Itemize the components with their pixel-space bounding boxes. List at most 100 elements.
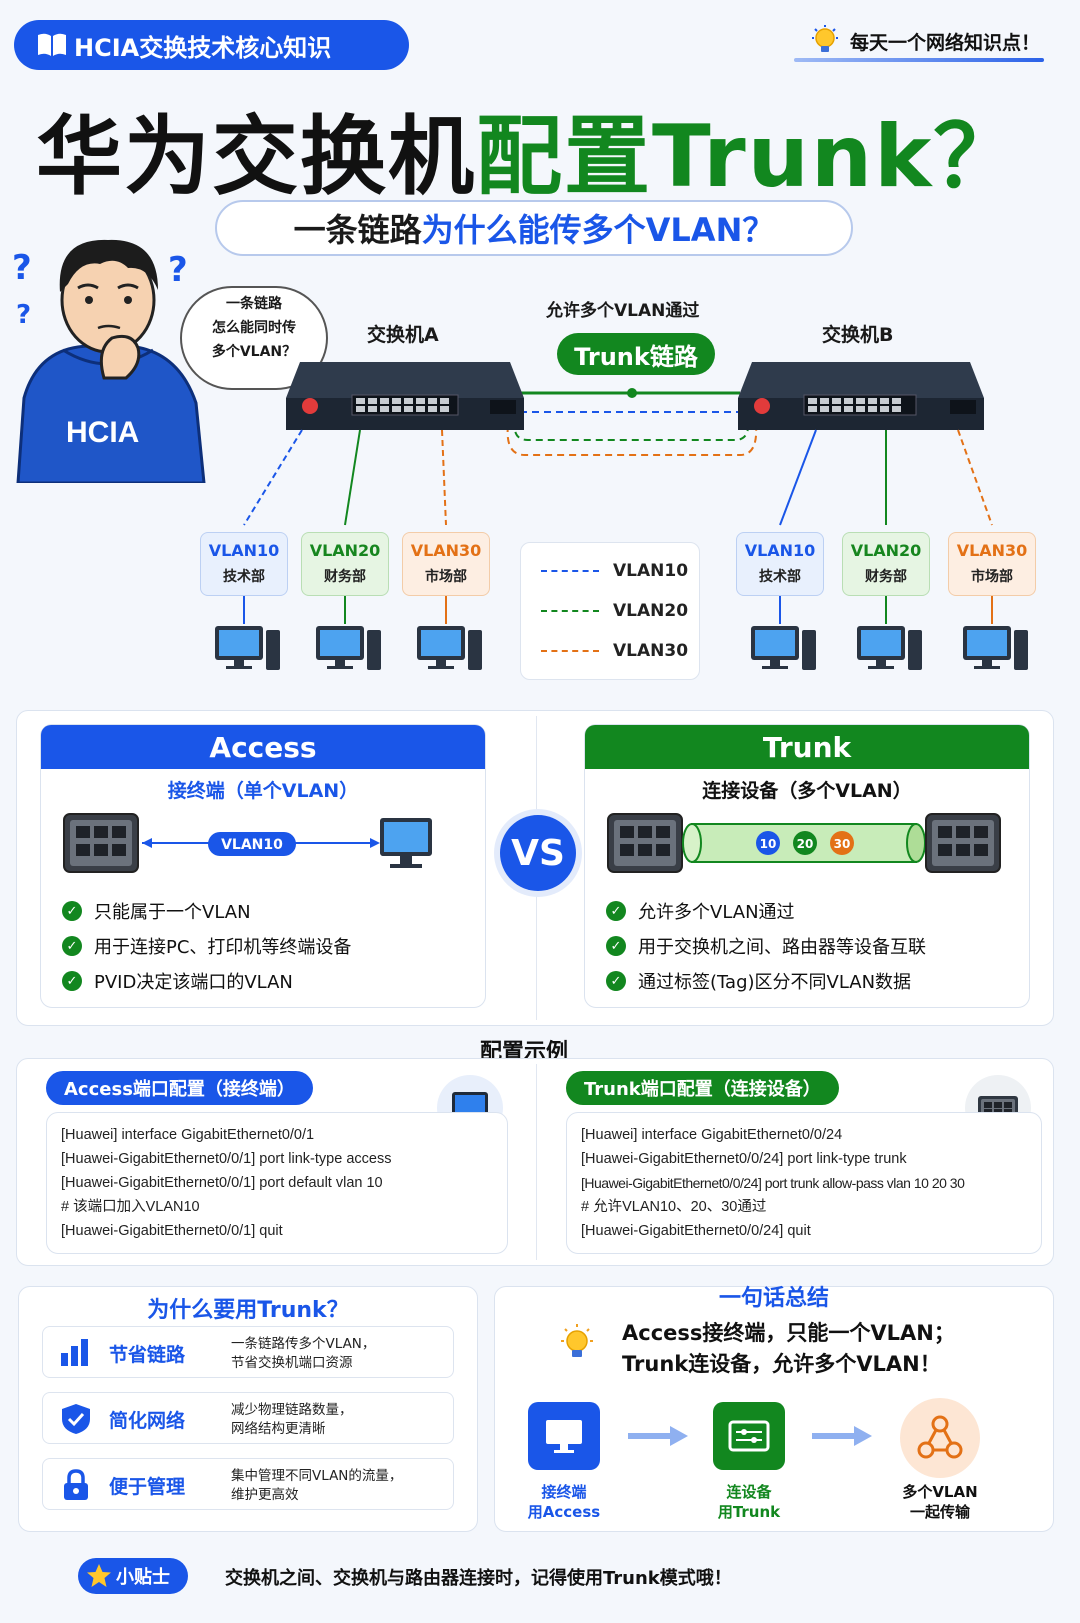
hoodie-label: HCIA	[66, 416, 139, 449]
desc-line: 维护更高效	[231, 1487, 299, 1503]
code-line: [Huawei-GigabitEthernet0/0/24] port trun…	[581, 1175, 965, 1191]
question-mark-icon: ?	[16, 300, 32, 330]
topology-diagram	[215, 362, 1028, 670]
arrow-right-icon	[628, 1426, 688, 1446]
vlan-dept: 市场部	[971, 569, 1013, 585]
summary-line: Trunk连设备，允许多个VLAN！	[622, 1352, 941, 1376]
flow-label: 连设备 用Trunk	[693, 1482, 805, 1522]
access-point: ✓用于连接PC、打印机等终端设备	[62, 933, 351, 959]
vs-badge: VS	[500, 815, 576, 891]
trunk-link-label: Trunk链路	[557, 333, 715, 375]
lightbulb-icon	[561, 1324, 593, 1357]
why-item-desc: 一条链路传多个VLAN，节省交换机端口资源	[231, 1335, 375, 1373]
why-item: 节省链路 一条链路传多个VLAN，节省交换机端口资源	[42, 1326, 454, 1378]
trunk-point: ✓允许多个VLAN通过	[606, 898, 795, 924]
legend-item: VLAN30	[541, 641, 688, 661]
switch-icon	[63, 813, 139, 873]
star-icon	[87, 1564, 111, 1587]
code-line: [Huawei-GigabitEthernet0/0/1] port link-…	[61, 1151, 392, 1167]
vlan30-access-link	[957, 429, 993, 526]
tip-underline	[794, 58, 1044, 62]
access-title: Access	[41, 725, 485, 769]
point-text: 用于交换机之间、路由器等设备互联	[638, 937, 926, 958]
vlan-dept: 财务部	[324, 569, 366, 585]
thinking-student-illustration: HCIA	[16, 239, 206, 483]
pc-icon	[963, 626, 1028, 670]
bubble-line: 多个VLAN？	[211, 344, 297, 360]
desc-line: 一条链路传多个VLAN，	[231, 1336, 376, 1352]
summary-line: Access接终端，只能一个VLAN；	[622, 1321, 955, 1345]
point-text: PVID决定该端口的VLAN	[94, 972, 293, 993]
allow-text: 允许多个VLAN通过	[546, 301, 700, 321]
check-icon: ✓	[62, 901, 82, 921]
vlan30-access-link	[441, 429, 447, 526]
access-subtitle: 接终端（单个VLAN）	[167, 780, 359, 802]
switch-icon	[925, 813, 1001, 873]
flow-label-line: 连设备	[726, 1483, 772, 1501]
tip-badge: 小贴士	[78, 1558, 188, 1594]
code-line: [Huawei] interface GigabitEthernet0/0/1	[61, 1127, 315, 1143]
trunk-point: ✓通过标签(Tag)区分不同VLAN数据	[606, 968, 911, 994]
pc-icon	[316, 626, 381, 670]
code-line: [Huawei-GigabitEthernet0/0/24] port link…	[581, 1151, 907, 1167]
legend-item: VLAN10	[541, 561, 688, 581]
daily-tip: 每天一个网络知识点！	[808, 24, 1040, 58]
switch-b	[738, 362, 984, 430]
why-trunk-title: 为什么要用Trunk？	[147, 1298, 349, 1323]
why-item-title: 便于管理	[109, 1476, 186, 1498]
access-config-tag: Access端口配置（接终端）	[46, 1071, 313, 1105]
lightbulb-icon	[811, 25, 838, 52]
access-code-block: [Huawei] interface GigabitEthernet0/0/1 …	[46, 1112, 508, 1254]
vlan-tag: 20	[797, 837, 814, 851]
subtitle: 一条链路为什么能传多个VLAN？	[215, 200, 853, 256]
flow-label-line: 用Trunk	[717, 1503, 781, 1521]
shield-icon	[62, 1404, 90, 1434]
book-icon	[38, 33, 66, 56]
trunk-diagram: 10 20 30	[607, 813, 1001, 873]
pc-icon	[751, 626, 816, 670]
vlan-dept: 财务部	[865, 569, 907, 585]
daily-tip-text: 每天一个网络知识点！	[849, 31, 1040, 54]
terminal-step-icon	[528, 1402, 600, 1470]
vlan-id: VLAN20	[309, 541, 381, 560]
summary-text: Access接终端，只能一个VLAN； Trunk连设备，允许多个VLAN！	[622, 1318, 955, 1380]
trunk-code-block: [Huawei] interface GigabitEthernet0/0/24…	[566, 1112, 1042, 1254]
flow-label-line: 一起传输	[909, 1503, 970, 1521]
desc-line: 集中管理不同VLAN的流量，	[231, 1468, 403, 1484]
bubble-line: 怎么能同时传	[212, 320, 296, 336]
legend-label: VLAN10	[613, 561, 689, 581]
flow-label: 接终端 用Access	[508, 1482, 620, 1522]
bar-chart-icon	[61, 1339, 88, 1366]
pc-icon	[380, 818, 432, 868]
vlan20-trunk-dashed	[513, 419, 750, 441]
flow-label-line: 多个VLAN	[902, 1483, 978, 1501]
vlan-id: VLAN10	[744, 541, 816, 560]
switch-a	[286, 362, 524, 430]
huawei-logo-icon	[754, 398, 770, 414]
vlan-id: VLAN10	[208, 541, 280, 560]
flow-label-line: 接终端	[541, 1483, 587, 1501]
access-link-label: VLAN10	[221, 837, 283, 853]
vlan20-access-link	[344, 429, 361, 526]
why-item: 简化网络 减少物理链路数量， 网络结构更清晰	[42, 1392, 454, 1444]
why-item: 便于管理 集中管理不同VLAN的流量， 维护更高效	[42, 1458, 454, 1510]
why-item-title: 节省链路	[109, 1344, 186, 1366]
desc-line: 网络结构更清晰	[231, 1421, 326, 1437]
point-text: 用于连接PC、打印机等终端设备	[94, 937, 352, 958]
arrow-right-icon	[812, 1426, 872, 1446]
desc-line: 减少物理链路数量，	[231, 1402, 353, 1418]
legend-label: VLAN20	[613, 601, 689, 621]
why-item-title: 简化网络	[109, 1410, 186, 1432]
subtitle-part1: 一条链路	[293, 211, 422, 249]
switch-icon	[607, 813, 683, 873]
lock-icon	[64, 1469, 88, 1500]
vlan10-access-link	[779, 429, 817, 526]
why-item-desc: 减少物理链路数量， 网络结构更清晰	[231, 1401, 353, 1439]
access-point: ✓PVID决定该端口的VLAN	[62, 968, 293, 994]
summary-title: 一句话总结	[718, 1286, 829, 1311]
point-text: 只能属于一个VLAN	[94, 902, 251, 923]
